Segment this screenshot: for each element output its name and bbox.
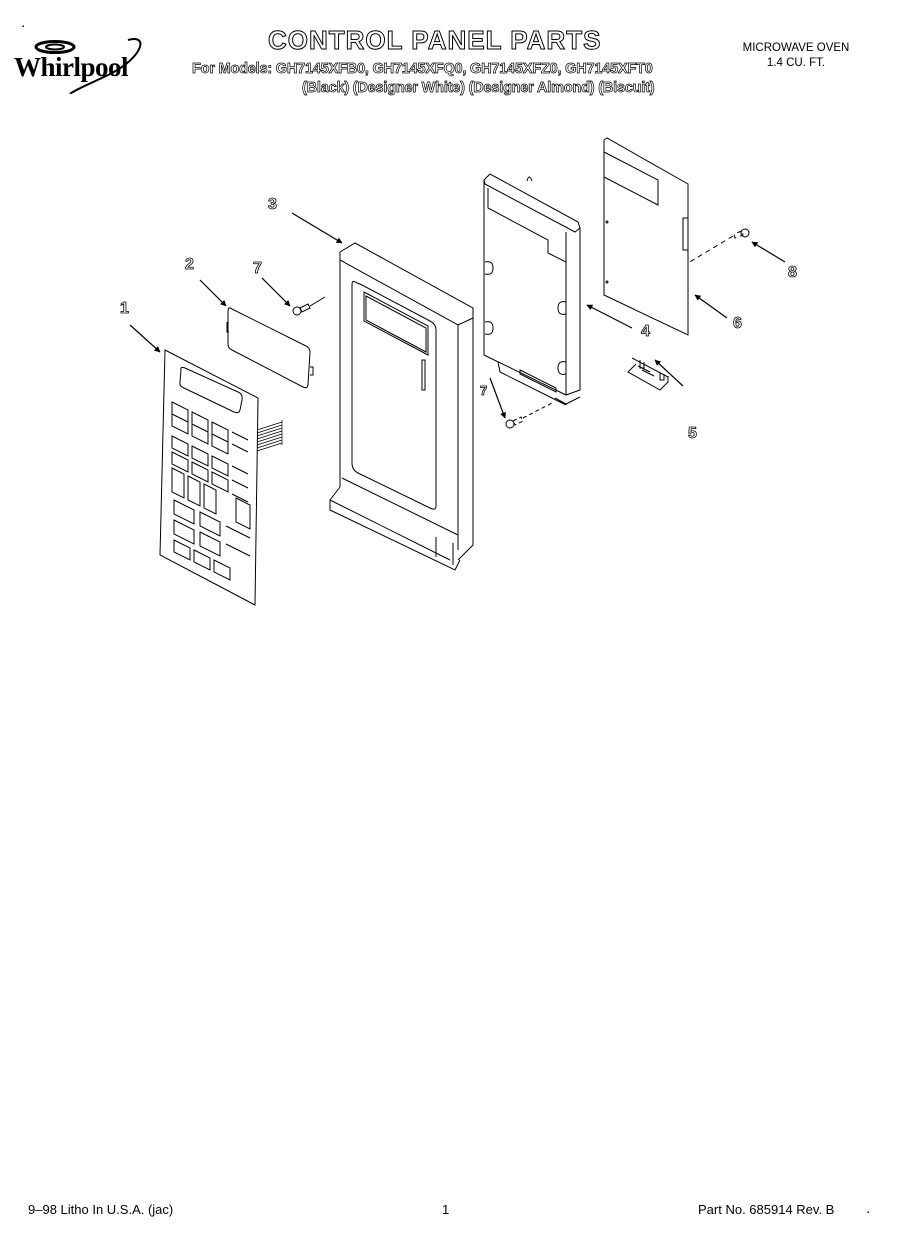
part-6-control-board[interactable] xyxy=(603,137,689,336)
product-type: MICROWAVE OVEN xyxy=(742,42,850,54)
callout-2: 2 xyxy=(185,256,195,274)
brand-name: Whirlpool xyxy=(14,52,129,82)
arrow-7b xyxy=(489,377,506,419)
callout-7a: 7 xyxy=(253,260,263,278)
part-7-screw-lower[interactable] xyxy=(505,402,553,429)
arrow-2 xyxy=(199,279,227,307)
callout-1: 1 xyxy=(120,300,130,318)
corner-mark-bottom: ▪ xyxy=(867,1210,870,1216)
exploded-parts-diagram xyxy=(129,137,786,606)
arrow-4 xyxy=(586,304,633,329)
part-7-screw-left[interactable] xyxy=(292,296,326,316)
corner-mark: ▪ xyxy=(22,24,25,30)
arrow-3 xyxy=(291,212,343,244)
arrow-8 xyxy=(751,241,786,263)
product-info: MICROWAVE OVEN 1.4 CU. FT. xyxy=(726,41,866,71)
ribbon-cable xyxy=(256,420,283,452)
part-1-keypad[interactable] xyxy=(159,349,283,606)
part-3-panel-frame[interactable] xyxy=(329,242,474,571)
part-number: Part No. 685914 Rev. B xyxy=(698,1202,835,1217)
callout-7b: 7 xyxy=(480,383,488,399)
part-5-latch[interactable] xyxy=(627,357,669,391)
part-4-bracket[interactable] xyxy=(483,173,581,406)
callout-8: 8 xyxy=(788,264,798,282)
colors-line: (Black) (Designer White) (Designer Almon… xyxy=(302,80,655,97)
arrow-6 xyxy=(694,294,728,319)
page-number: 1 xyxy=(442,1202,450,1217)
models-line: For Models: GH7145XFB0, GH7145XFQ0, GH71… xyxy=(192,61,654,78)
product-capacity: 1.4 CU. FT. xyxy=(766,57,826,69)
part-2-display-window[interactable] xyxy=(226,307,314,389)
callout-3: 3 xyxy=(268,196,278,214)
part-8-screw[interactable] xyxy=(687,228,750,264)
callout-5: 5 xyxy=(688,425,698,443)
callout-4: 4 xyxy=(641,323,651,341)
arrow-7a xyxy=(261,277,291,307)
keypad-buttons xyxy=(171,401,251,581)
print-info: 9–98 Litho In U.S.A. (jac) xyxy=(28,1202,174,1217)
arrow-5 xyxy=(654,359,684,387)
logo-swirl-icon xyxy=(34,38,142,94)
page-title: CONTROL PANEL PARTS xyxy=(267,25,602,56)
arrow-1 xyxy=(129,324,161,353)
callout-6: 6 xyxy=(733,315,743,333)
leader-arrows xyxy=(129,212,786,419)
